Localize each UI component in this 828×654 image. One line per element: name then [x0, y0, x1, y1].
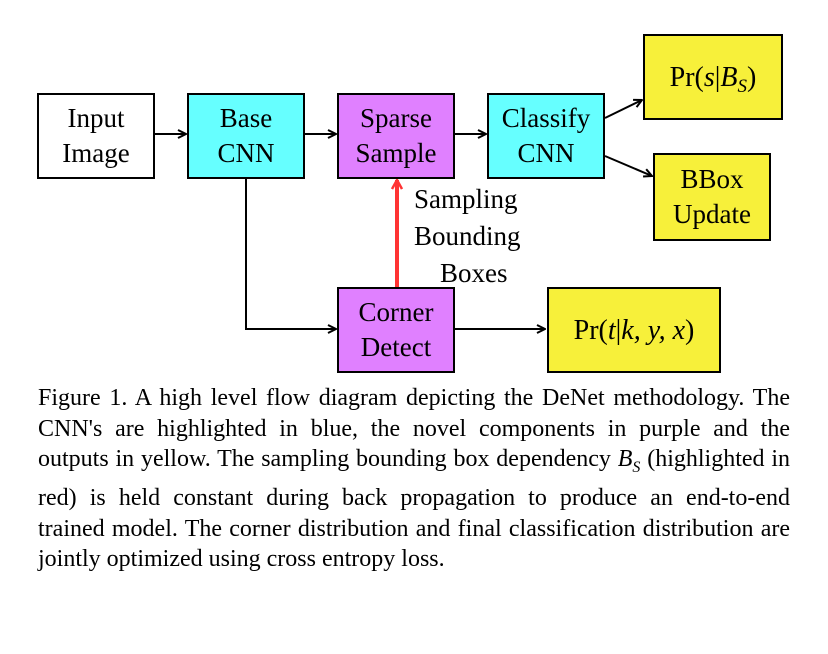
corner-detect-label-1: Corner	[358, 297, 434, 327]
pr-t-bar: |	[615, 314, 622, 346]
pr-s-given-bs-output: Pr(s|BS)	[643, 34, 783, 120]
pr-s-sub: S	[737, 75, 748, 97]
pr-s-given-bs-formula: Pr(s|BS)	[669, 60, 757, 97]
sampling-bounding-boxes-label: Sampling Bounding Boxes	[414, 181, 521, 292]
input-image-label-2: Image	[62, 138, 130, 168]
corner-detect-node: Corner Detect	[337, 287, 455, 373]
pr-s-bar: |	[714, 61, 721, 93]
pr-s-close: )	[747, 61, 757, 93]
corner-detect-label-2: Detect	[360, 332, 432, 362]
classify-cnn-label-2: CNN	[517, 138, 575, 168]
edge-label-line-2: Bounding	[414, 221, 521, 251]
sparse-sample-node: Sparse Sample	[337, 93, 455, 179]
bbox-update-label-1: BBox	[680, 164, 744, 194]
bbox-update-output: BBox Update	[653, 153, 771, 241]
input-image-node: Input Image	[37, 93, 155, 179]
caption-text-part: (highlighted in red) is held constant du…	[38, 446, 791, 573]
classify-cnn-label-1: Classify	[501, 103, 591, 133]
edge-label-line-1: Sampling	[414, 184, 518, 214]
arrow-classify-to-bbox-update	[604, 155, 652, 176]
base-cnn-label-2: CNN	[217, 138, 275, 168]
pr-t-given-kyx-formula: Pr(t|k, y, x)	[574, 313, 695, 348]
figure-caption: Figure 1. A high level flow diagram depi…	[38, 383, 790, 575]
pr-s-var: s	[703, 61, 715, 93]
base-cnn-label-1: Base	[219, 103, 273, 133]
bbox-update-label-2: Update	[673, 199, 751, 229]
sparse-sample-label-2: Sample	[355, 138, 437, 168]
pr-t-var: t	[607, 314, 616, 346]
edge-label-line-3: Boxes	[440, 258, 508, 288]
caption-math-bs: BS	[617, 446, 641, 476]
arrow-classify-to-pr-s	[604, 100, 642, 119]
base-cnn-node: Base CNN	[187, 93, 305, 179]
classify-cnn-node: Classify CNN	[487, 93, 605, 179]
pr-t-cond: k, y, x	[621, 314, 686, 346]
pr-s-cond: B	[720, 61, 738, 93]
arrow-base-cnn-to-corner-detect	[245, 178, 336, 329]
pr-s-func: Pr(	[669, 61, 704, 93]
pr-t-func: Pr(	[573, 314, 608, 346]
pr-t-given-kyx-output: Pr(t|k, y, x)	[547, 287, 721, 373]
pr-t-close: )	[685, 314, 695, 346]
sparse-sample-label-1: Sparse	[360, 103, 432, 133]
caption-text-part: Figure 1. A high level flow diagram depi…	[38, 385, 790, 472]
input-image-label-1: Input	[67, 103, 125, 133]
